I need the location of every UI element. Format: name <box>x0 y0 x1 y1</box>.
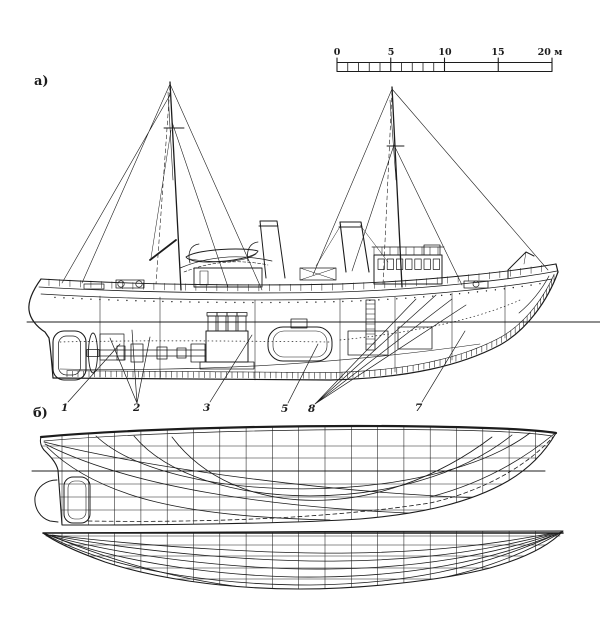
panel-a-label: а) <box>34 74 49 89</box>
waterline-curves <box>44 531 562 586</box>
windlass <box>463 280 489 289</box>
callout-5: 5 <box>281 403 288 415</box>
lines-plan-halfbreadth <box>42 530 564 590</box>
keel-dashed <box>87 436 554 522</box>
scale-tick-15: 15 <box>491 47 504 58</box>
bulwark-rail <box>40 263 557 286</box>
scale-tick-0: 0 <box>334 47 341 58</box>
awning-curve <box>179 256 273 269</box>
boiler <box>267 318 333 362</box>
rudder-inner <box>58 335 81 376</box>
sheer-deck-edge <box>39 424 558 439</box>
rudder <box>52 330 87 381</box>
ink-layer: а) б) 0 5 10 15 20 м 1 2 3 5 8 7 <box>26 47 600 590</box>
callout-leaders <box>67 294 467 405</box>
bow-crane <box>507 251 535 279</box>
shaft-couplings <box>116 343 206 363</box>
foremast <box>386 86 405 288</box>
keel-line <box>52 271 559 381</box>
rivet-seam <box>59 299 521 343</box>
scale-tick-10: 10 <box>438 47 452 58</box>
side-elevation <box>26 81 600 405</box>
sheer-rudder <box>63 476 91 524</box>
bridge-deckhouse <box>371 244 445 285</box>
awning-dashed <box>183 261 269 273</box>
lifeboat <box>185 241 259 264</box>
scale-tick-20: 20 м <box>538 47 563 58</box>
propeller-hub <box>86 349 100 357</box>
scale-tick-5: 5 <box>388 47 395 58</box>
galley-stack <box>258 220 286 279</box>
bow-curves <box>429 433 555 498</box>
stern-outline <box>28 278 54 379</box>
sheer-rudder-inner <box>67 480 87 520</box>
stem <box>555 263 559 273</box>
porthole-dots <box>54 283 541 304</box>
propeller <box>88 332 98 374</box>
sheer-deck-inner <box>43 429 553 442</box>
panel-b-label: б) <box>33 406 48 421</box>
callout-1: 1 <box>61 402 68 414</box>
engine-skylight <box>299 267 337 281</box>
sheer-grid-and-curves <box>40 426 556 525</box>
lines-plan-sheer <box>31 424 558 526</box>
scale-bar <box>336 57 553 73</box>
sheer-skeg <box>34 479 59 523</box>
callout-8: 8 <box>308 403 316 415</box>
callout-3: 3 <box>203 402 210 414</box>
mainmast <box>149 81 185 291</box>
halfbreadth-outline <box>42 530 564 590</box>
tank-top-line <box>59 343 481 370</box>
funnel <box>315 221 389 273</box>
aft-hatch <box>83 283 105 290</box>
rail-stanchions <box>48 264 542 292</box>
bulkheads <box>99 284 506 381</box>
callout-7: 7 <box>415 402 423 414</box>
foremast-stays <box>312 88 549 286</box>
mainmast-stays <box>61 83 263 291</box>
callout-2: 2 <box>132 402 140 414</box>
trawl-winch <box>115 279 145 289</box>
deckhouse-door <box>199 270 209 286</box>
fish-hold <box>347 330 389 356</box>
hull-frames <box>66 274 555 379</box>
side-ladder <box>365 299 376 351</box>
steam-engine <box>199 312 255 370</box>
lower-deck-line <box>40 278 553 301</box>
bow-inner-line <box>518 275 550 314</box>
deck-sheer-line <box>38 270 558 294</box>
buttock-lines <box>95 432 531 501</box>
